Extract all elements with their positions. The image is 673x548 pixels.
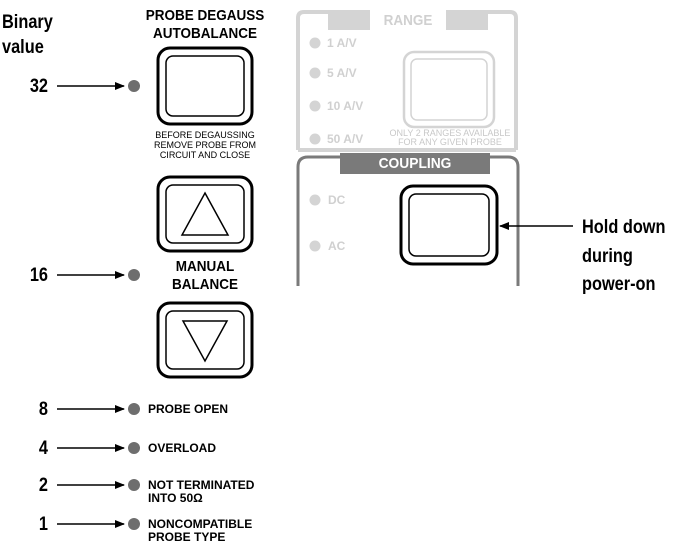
- degauss-note-line1: BEFORE DEGAUSSING: [155, 130, 255, 140]
- coupling-title-bar: [340, 153, 490, 174]
- range-led-10: [309, 100, 321, 112]
- binary-value-16: 16: [29, 265, 48, 286]
- range-led-1: [309, 37, 321, 49]
- hold-note-line3: power-on: [582, 274, 656, 295]
- range-option-10: 10 A/V: [327, 99, 364, 113]
- degauss-title-line2: AUTOBALANCE: [152, 25, 258, 42]
- indicator-not-terminated-line1: NOT TERMINATED: [148, 478, 255, 492]
- binary-value-4: 4: [38, 438, 48, 459]
- degauss-note-line3: CIRCUIT AND CLOSE: [159, 150, 251, 160]
- binary-label-line1: Binary: [2, 12, 53, 33]
- coupling-option-ac: AC: [328, 239, 346, 253]
- range-title: RANGE: [383, 12, 433, 29]
- range-option-50: 50 A/V: [327, 132, 364, 146]
- manual-balance-line1: MANUAL: [175, 258, 235, 275]
- binary-label-line2: value: [2, 37, 44, 58]
- balance-down-button: [156, 301, 254, 379]
- range-option-1: 1 A/V: [327, 36, 357, 50]
- led-1: [128, 518, 140, 530]
- binary-value-8: 8: [38, 399, 48, 420]
- coupling-option-dc: DC: [328, 193, 346, 207]
- range-led-50: [309, 133, 321, 145]
- coupling-led-dc: [309, 194, 321, 206]
- indicator-probe-open: PROBE OPEN: [148, 402, 229, 416]
- range-note-line2: FOR ANY GIVEN PROBE: [398, 137, 502, 147]
- coupling-title: COUPLING: [378, 155, 452, 172]
- led-2: [128, 479, 140, 491]
- range-button: [402, 50, 496, 129]
- degauss-button: [156, 46, 254, 126]
- indicator-not-terminated-line2: INTO 50Ω: [148, 491, 203, 505]
- range-option-5: 5 A/V: [327, 66, 357, 80]
- down-triangle-icon: [181, 320, 229, 363]
- balance-up-button: [156, 175, 254, 253]
- hold-note-line2: during: [582, 246, 633, 267]
- indicator-overload: OVERLOAD: [148, 441, 217, 455]
- degauss-note-line2: REMOVE PROBE FROM: [153, 140, 256, 150]
- led-16: [128, 269, 140, 281]
- indicator-noncompatible-line2: PROBE TYPE: [148, 530, 226, 544]
- hold-note-line1: Hold down: [582, 217, 666, 238]
- indicator-noncompatible-line1: NONCOMPATIBLE: [148, 517, 253, 531]
- binary-value-2: 2: [38, 475, 48, 496]
- binary-value-1: 1: [38, 514, 48, 535]
- led-8: [128, 403, 140, 415]
- manual-balance-line2: BALANCE: [171, 276, 239, 293]
- degauss-title-line1: PROBE DEGAUSS: [145, 7, 265, 24]
- up-triangle-icon: [180, 191, 230, 236]
- led-4: [128, 442, 140, 454]
- binary-value-32: 32: [29, 76, 48, 97]
- range-note-line1: ONLY 2 RANGES AVAILABLE: [389, 128, 511, 138]
- range-led-5: [309, 67, 321, 79]
- coupling-led-ac: [309, 240, 321, 252]
- led-32: [128, 80, 140, 92]
- coupling-button: [399, 184, 499, 266]
